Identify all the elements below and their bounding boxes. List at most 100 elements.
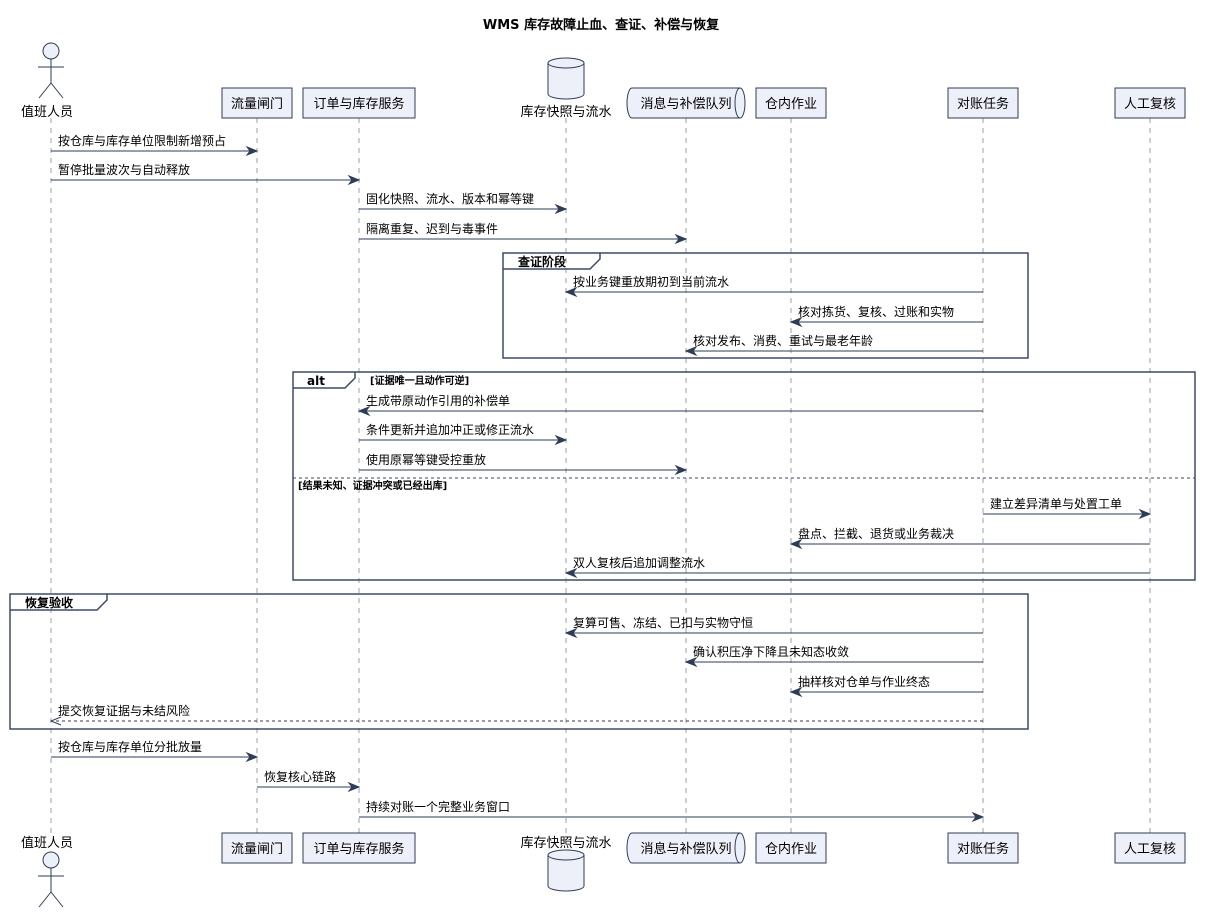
participant-duty-top: 值班人员 xyxy=(21,42,73,120)
participant-queue-bottom: 消息与补偿队列 xyxy=(626,832,746,864)
participant-recon-top: 对账任务 xyxy=(947,87,1019,119)
message-label: 抽样核对仓单与作业终态 xyxy=(798,674,930,689)
participant-wh-top: 仓内作业 xyxy=(755,87,827,119)
participant-label: 订单与库存服务 xyxy=(313,841,404,857)
frame-label: alt xyxy=(307,374,325,388)
message-label: 按仓库与库存单位分批放量 xyxy=(58,739,202,754)
message-label: 固化快照、流水、版本和幂等键 xyxy=(366,192,534,206)
message-11: 建立差异清单与处置工单 xyxy=(983,496,1152,520)
message-13: 双人复核后追加调整流水 xyxy=(564,555,1150,579)
message-label: 双人复核后追加调整流水 xyxy=(573,555,705,570)
message-10: 使用原幂等键受控重放 xyxy=(359,452,688,476)
alt-guard-2: [结果未知、证据冲突或已经出库] xyxy=(298,479,447,492)
message-arrowhead xyxy=(564,627,578,639)
frame-border xyxy=(502,252,1029,359)
message-arrowhead xyxy=(674,464,688,476)
participant-label: 对账任务 xyxy=(957,96,1009,112)
participant-label: 流量闸门 xyxy=(231,97,283,112)
participant-label: 订单与库存服务 xyxy=(313,96,404,112)
participant-duty-bottom: 值班人员 xyxy=(21,835,73,908)
actor-leg-left xyxy=(38,82,52,99)
message-1: 按仓库与库存单位限制新增预占 xyxy=(51,133,259,157)
message-3: 固化快照、流水、版本和幂等键 xyxy=(359,192,568,215)
participant-manual-bottom: 人工复核 xyxy=(1114,832,1186,864)
message-19: 恢复核心链路 xyxy=(257,769,361,793)
participant-label: 流量闸门 xyxy=(231,842,283,857)
message-14: 复算可售、冻结、已扣与实物守恒 xyxy=(564,615,983,639)
message-label: 暂停批量波次与自动释放 xyxy=(58,162,190,177)
participant-box xyxy=(221,87,293,119)
participant-box xyxy=(1114,87,1186,119)
participant-label: 消息与补偿队列 xyxy=(640,96,731,112)
message-20: 持续对账一个完整业务窗口 xyxy=(359,799,985,823)
message-label: 盘点、拦截、退货或业务裁决 xyxy=(798,526,954,541)
message-arrowhead xyxy=(245,751,259,763)
message-label: 按业务键重放期初到当前流水 xyxy=(573,274,729,289)
database-body xyxy=(547,855,585,892)
queue-cap xyxy=(734,87,741,119)
actor-leg-right xyxy=(50,891,64,908)
message-arrowhead xyxy=(357,405,371,417)
queue-cap xyxy=(734,832,741,864)
message-6: 核对拣货、复核、过账和实物 xyxy=(789,304,983,328)
participant-label: 值班人员 xyxy=(21,104,73,120)
message-label: 核对拣货、复核、过账和实物 xyxy=(798,304,954,319)
participant-gate-bottom: 流量闸门 xyxy=(221,832,293,864)
participant-label: 人工复核 xyxy=(1124,842,1176,857)
participant-recon-bottom: 对账任务 xyxy=(947,832,1019,864)
participant-label: 人工复核 xyxy=(1124,97,1176,112)
actor-leg-left xyxy=(38,891,52,908)
message-label: 持续对账一个完整业务窗口 xyxy=(366,799,510,814)
participant-manual-top: 人工复核 xyxy=(1114,87,1186,119)
message-arrowhead xyxy=(789,316,803,328)
frame-border xyxy=(292,371,1196,581)
participant-order-top: 订单与库存服务 xyxy=(302,87,416,119)
participant-label: 对账任务 xyxy=(957,841,1009,857)
message-label: 恢复核心链路 xyxy=(264,769,336,784)
message-label: 建立差异清单与处置工单 xyxy=(990,496,1122,511)
message-17: 提交恢复证据与未结风险 xyxy=(49,703,983,726)
message-7: 核对发布、消费、重试与最老年龄 xyxy=(684,333,983,357)
frame-tab xyxy=(293,372,356,389)
message-5: 按业务键重放期初到当前流水 xyxy=(564,274,983,298)
message-arrowhead xyxy=(554,203,568,215)
group-frame-2: 恢复验收 xyxy=(9,593,1029,730)
participant-box xyxy=(947,87,1019,119)
message-label: 条件更新并追加冲正或修正流水 xyxy=(366,422,534,437)
message-label: 核对发布、消费、重试与最老年龄 xyxy=(693,333,873,348)
message-arrowhead xyxy=(564,567,578,579)
frame-tab xyxy=(503,253,601,270)
frame-label: 查证阶段 xyxy=(517,254,567,269)
participant-box xyxy=(947,832,1019,864)
message-16: 抽样核对仓单与作业终态 xyxy=(789,674,983,698)
frame-tab xyxy=(10,594,108,611)
participant-label: 仓内作业 xyxy=(765,96,817,112)
message-label: 按仓库与库存单位限制新增预占 xyxy=(58,133,226,148)
message-15: 确认积压净下降且未知态收敛 xyxy=(684,644,983,668)
message-arrowhead xyxy=(347,781,361,793)
frame-border xyxy=(9,593,1029,730)
participant-wh-bottom: 仓内作业 xyxy=(755,832,827,864)
message-label: 确认积压净下降且未知态收敛 xyxy=(693,644,849,659)
participant-snap-bottom: 库存快照与流水 xyxy=(520,835,612,892)
participant-label: 库存快照与流水 xyxy=(520,835,611,851)
diagram-title: WMS 库存故障止血、查证、补偿与恢复 xyxy=(483,17,720,33)
database-top xyxy=(547,849,585,861)
message-label: 使用原幂等键受控重放 xyxy=(366,452,486,467)
message-arrowhead xyxy=(564,286,578,298)
message-arrowhead xyxy=(971,811,985,823)
frame-label: 恢复验收 xyxy=(25,595,73,610)
message-arrowhead xyxy=(554,434,568,446)
message-9: 条件更新并追加冲正或修正流水 xyxy=(359,422,568,446)
participant-queue-top: 消息与补偿队列 xyxy=(626,87,746,119)
message-8: 生成带原动作引用的补偿单 xyxy=(357,393,983,417)
participant-label: 库存快照与流水 xyxy=(520,104,611,120)
message-4: 隔离重复、迟到与毒事件 xyxy=(359,221,688,245)
message-arrowhead xyxy=(684,656,698,668)
message-arrowhead xyxy=(347,174,361,186)
participant-box xyxy=(221,832,293,864)
participant-order-bottom: 订单与库存服务 xyxy=(302,832,416,864)
participant-box xyxy=(1114,832,1186,864)
actor-head xyxy=(42,42,60,60)
